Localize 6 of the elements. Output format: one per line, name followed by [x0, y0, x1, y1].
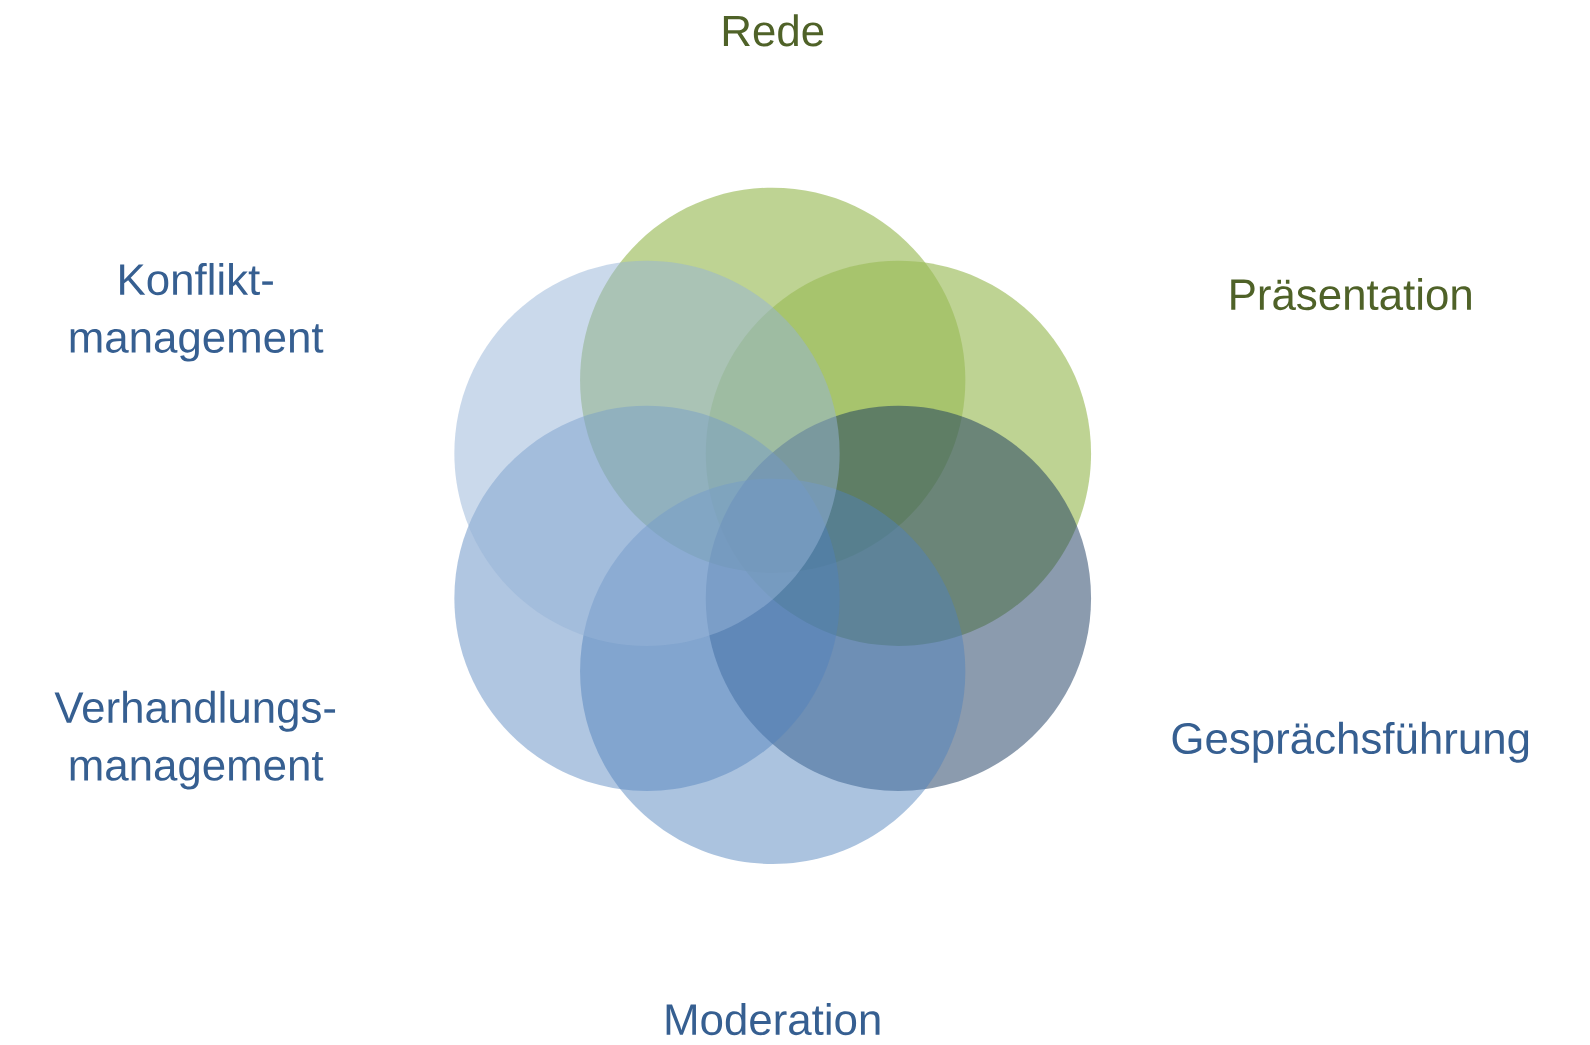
circle-label: Verhandlungs- management	[54, 690, 336, 790]
circle-label: Rede	[723, 14, 824, 47]
circle-label: Moderation	[666, 1003, 880, 1036]
circle-label: Konflikt- management	[70, 262, 324, 362]
circle-label: Präsentation	[1231, 278, 1471, 311]
circle-label: Gesprächsführung	[1172, 721, 1529, 763]
